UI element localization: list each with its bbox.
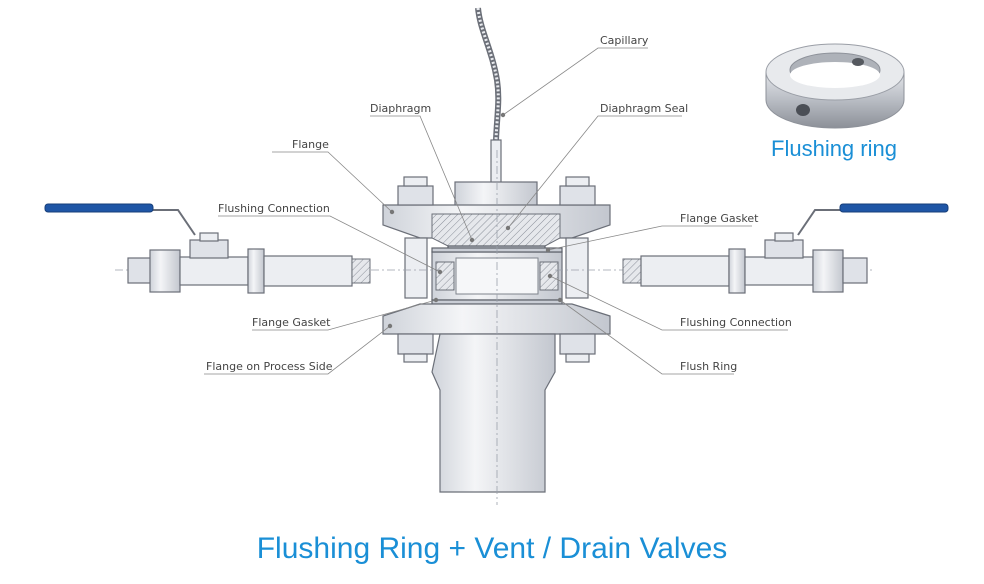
- bolt-nut-top-right: [559, 185, 596, 206]
- bolt-nut-top-left: [397, 185, 434, 206]
- label-flange-process-side: Flange on Process Side: [206, 360, 333, 373]
- label-flange-gasket-left: Flange Gasket: [252, 316, 331, 329]
- flushing-ring-photo: [765, 43, 905, 129]
- label-capillary: Capillary: [600, 34, 649, 47]
- label-flush-ring: Flush Ring: [680, 360, 737, 373]
- label-flushing-connection-left: Flushing Connection: [218, 202, 330, 215]
- leader-lines: [204, 47, 788, 375]
- bolt-nut-bottom-left: [397, 333, 434, 355]
- capillary-tube: [475, 7, 502, 186]
- diagram-title: Flushing Ring + Vent / Drain Valves: [257, 532, 728, 565]
- right-drain-valve: [555, 203, 949, 294]
- label-flange: Flange: [292, 138, 329, 151]
- diaphragm-seal-body: [431, 213, 561, 253]
- left-drain-valve: [44, 203, 440, 294]
- process-pipe: [431, 333, 556, 493]
- label-flushing-connection-right: Flushing Connection: [680, 316, 792, 329]
- port-hole: [796, 104, 810, 116]
- label-diaphragm-seal: Diaphragm Seal: [600, 102, 688, 115]
- left-valve-handle: [44, 203, 154, 213]
- bottom-flange: [382, 303, 611, 363]
- inset-caption: Flushing ring: [771, 136, 897, 161]
- label-diaphragm: Diaphragm: [370, 102, 431, 115]
- right-valve-handle: [839, 203, 949, 213]
- bolt-nut-bottom-right: [559, 333, 596, 355]
- label-flange-gasket-right: Flange Gasket: [680, 212, 759, 225]
